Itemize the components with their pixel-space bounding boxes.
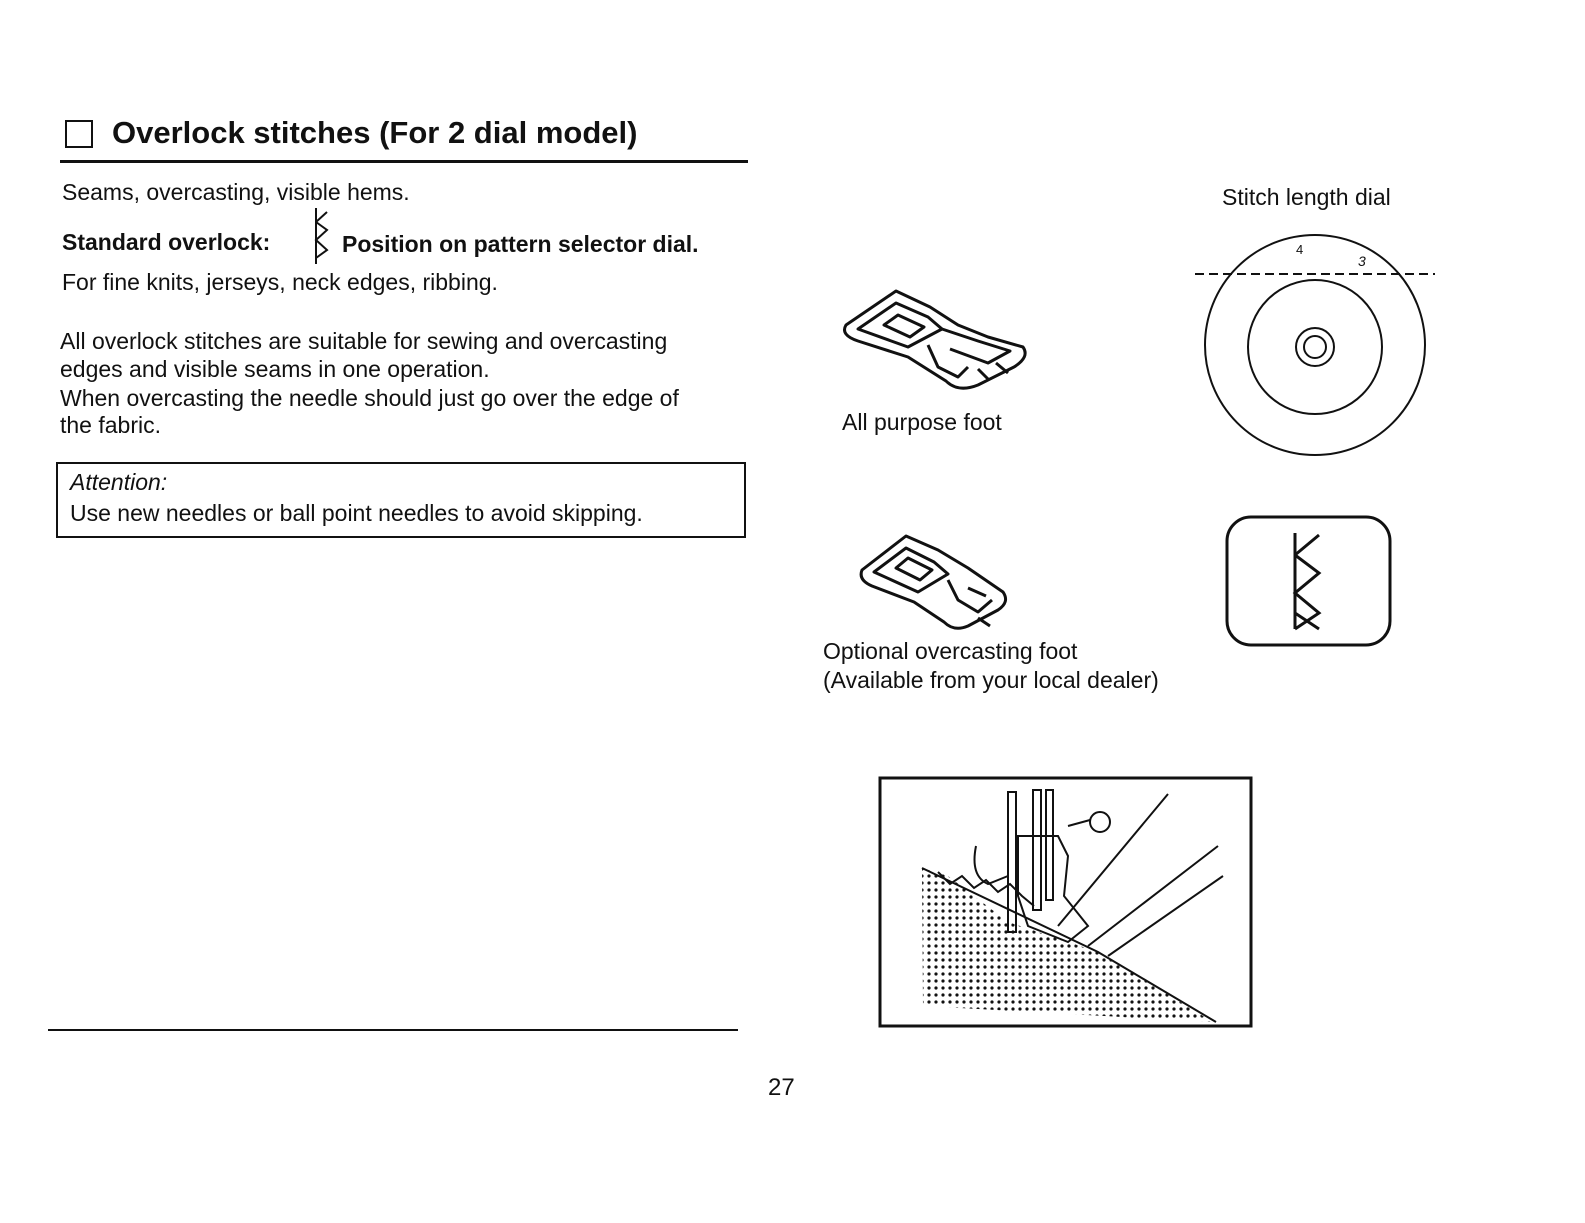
overcasting-foot-icon <box>859 534 1008 630</box>
optional-foot-caption-line1: Optional overcasting foot <box>823 638 1078 664</box>
position-text: Position on pattern selector dial. <box>342 231 699 257</box>
overcasting-illustration <box>878 776 1253 1028</box>
all-purpose-foot-caption: All purpose foot <box>842 409 1002 435</box>
attention-box <box>56 462 746 538</box>
page-number: 27 <box>768 1074 795 1101</box>
dial-mark-3: 3 <box>1358 253 1366 269</box>
bottom-rule <box>48 1029 738 1031</box>
overlock-stitch-symbol-icon <box>314 208 329 264</box>
stitch-length-dial-icon: 4 3 <box>1195 234 1435 456</box>
pattern-indicator-icon <box>1225 515 1392 647</box>
body-line-1: All overlock stitches are suitable for s… <box>60 328 668 354</box>
body-line-2: edges and visible seams in one operation… <box>60 356 490 382</box>
uses-text: Seams, overcasting, visible hems. <box>62 179 410 205</box>
body-line-4: the fabric. <box>60 412 161 438</box>
optional-foot-caption-line2: (Available from your local dealer) <box>823 667 1159 693</box>
standard-overlock-label: Standard overlock: <box>62 229 271 255</box>
all-purpose-foot-icon <box>843 289 1027 390</box>
dial-label: Stitch length dial <box>1222 184 1391 210</box>
attention-title: Attention: <box>70 469 168 495</box>
attention-text: Use new needles or ball point needles to… <box>70 500 643 526</box>
checkbox-square-icon <box>65 120 93 148</box>
page-title: Overlock stitches (For 2 dial model) <box>112 115 638 150</box>
title-underline <box>60 160 748 163</box>
fabrics-text: For fine knits, jerseys, neck edges, rib… <box>62 269 498 295</box>
dial-mark-4: 4 <box>1296 242 1303 257</box>
body-line-3: When overcasting the needle should just … <box>60 385 679 411</box>
